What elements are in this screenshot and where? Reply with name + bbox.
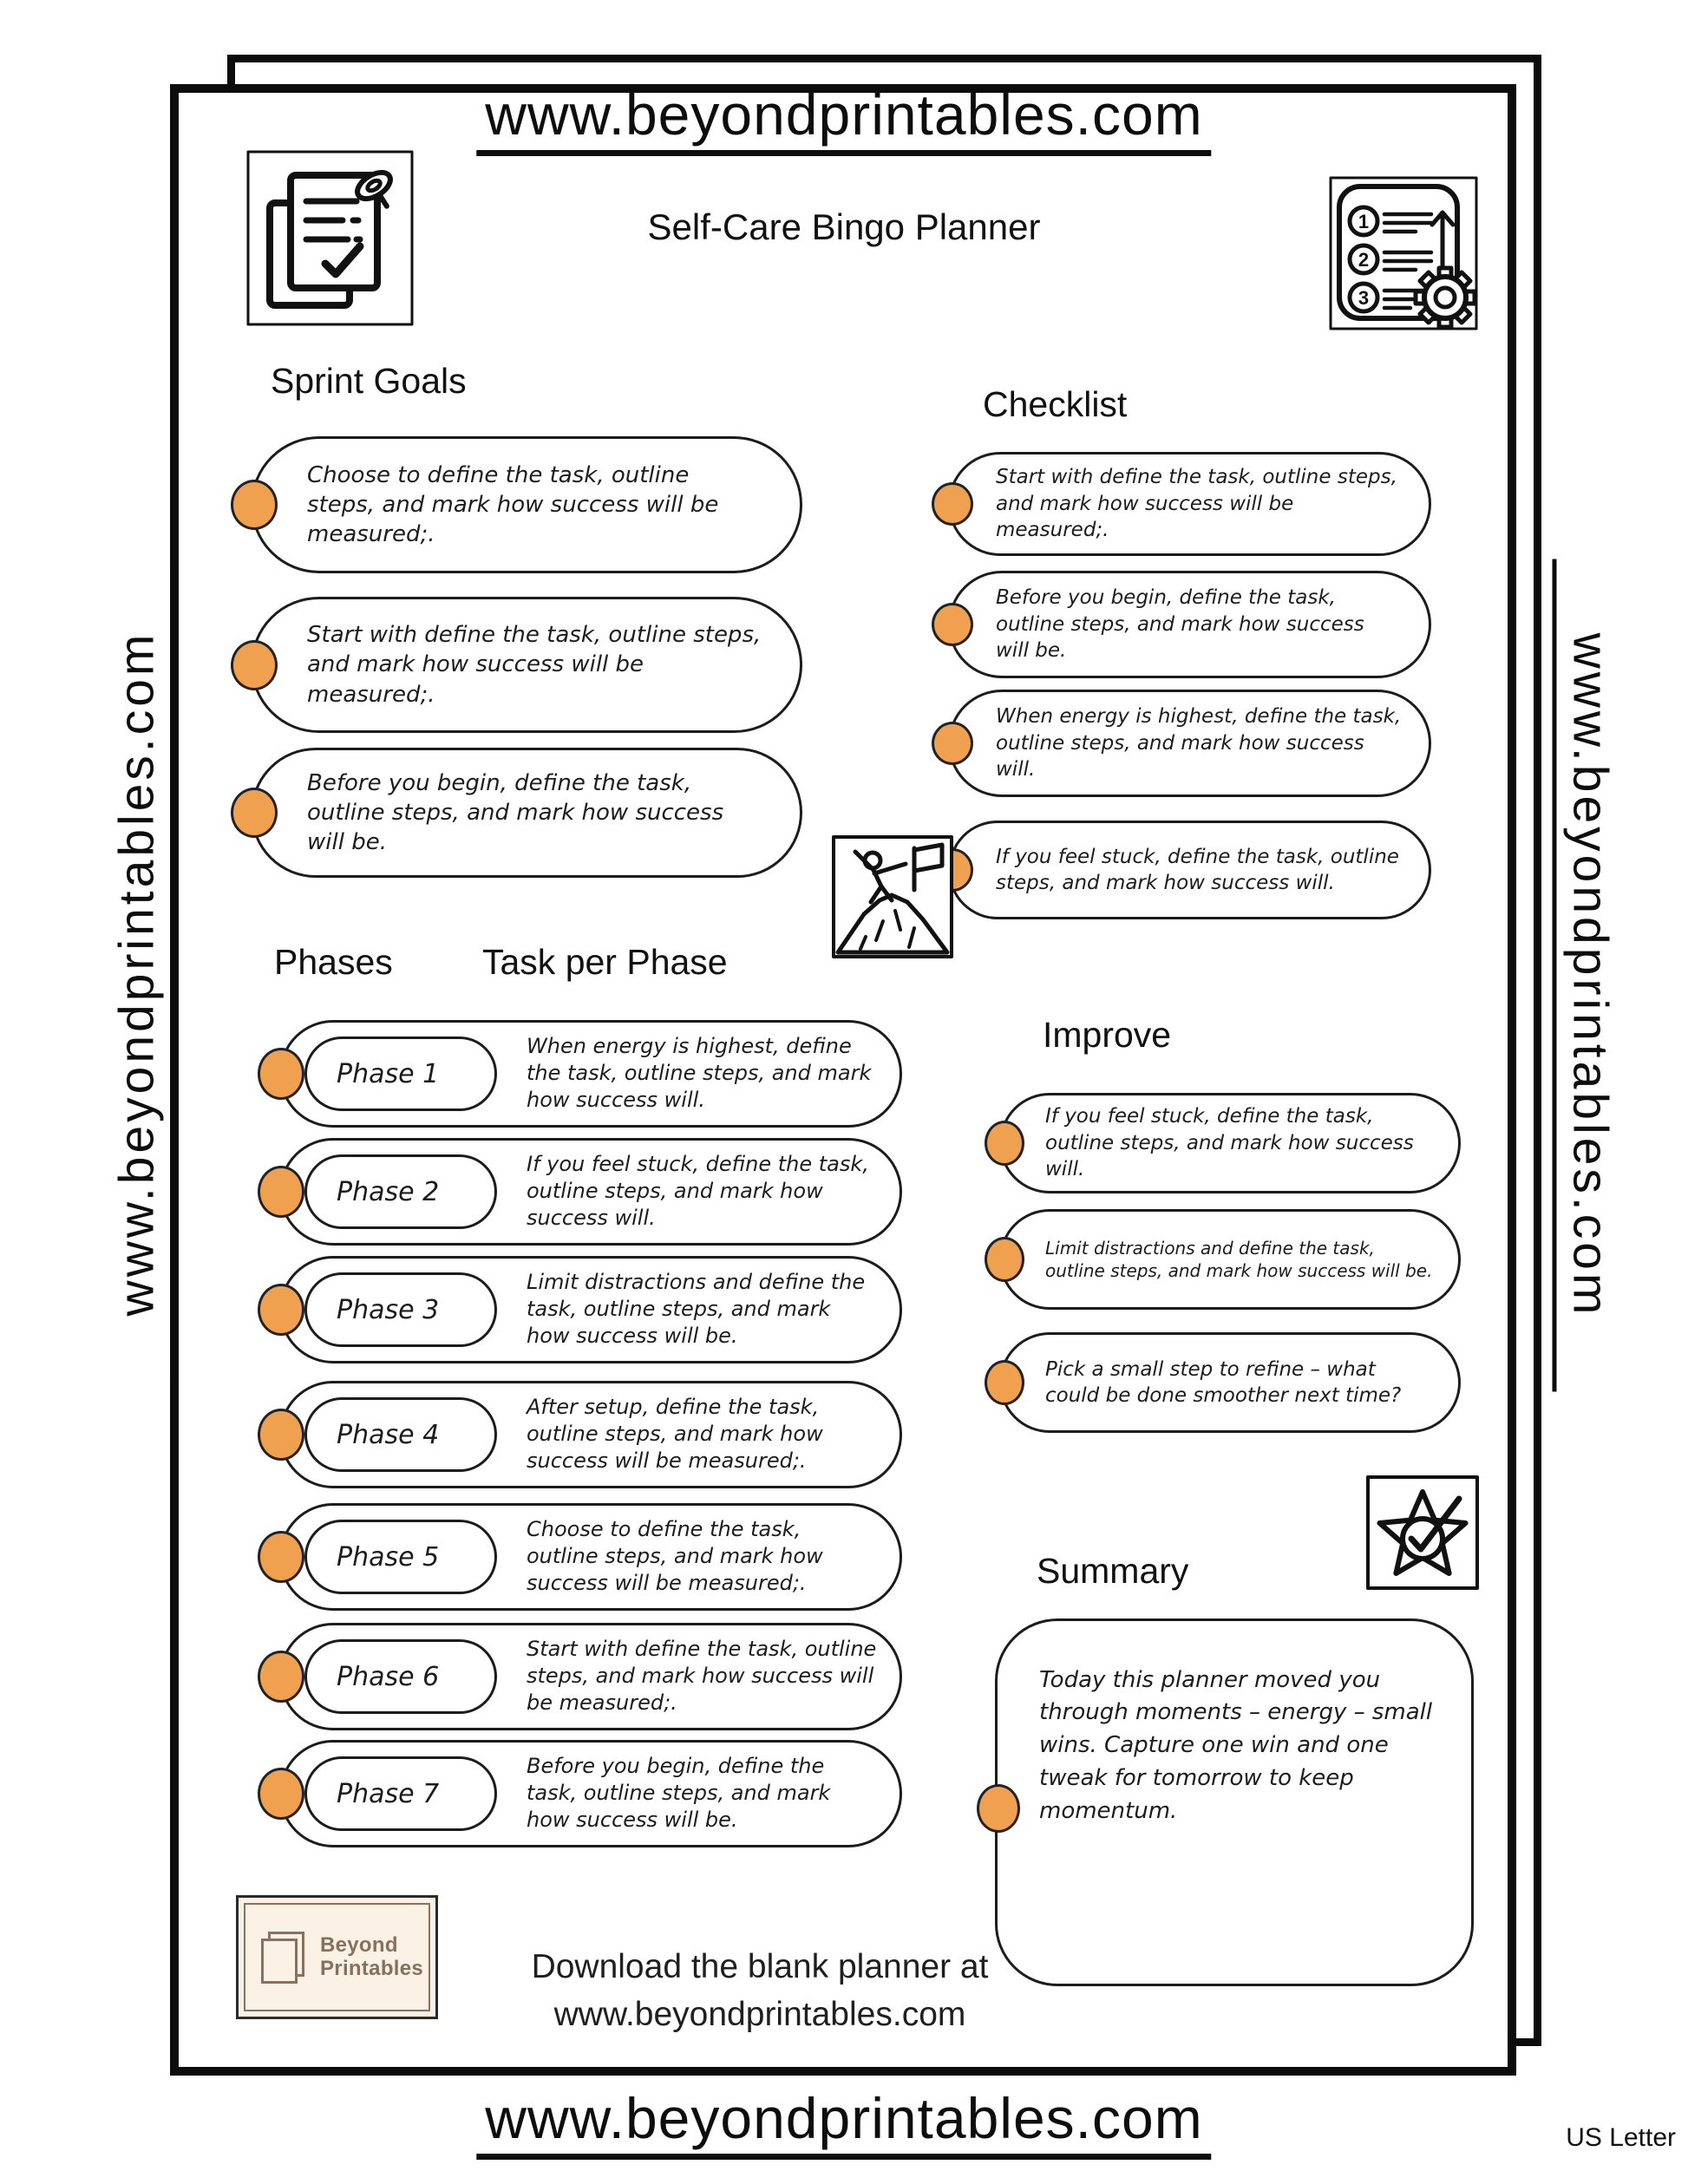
sprint-goal-item: Before you begin, define the task, outli… <box>231 748 802 878</box>
logo-word-beyond: Beyond <box>320 1932 398 1957</box>
phase-label: Phase 1 <box>337 1058 440 1089</box>
phase-task: When energy is highest, define the task,… <box>527 1034 872 1113</box>
checklist-item: When energy is highest, define the task,… <box>932 690 1431 797</box>
checklist-item: Start with define the task, outline step… <box>932 452 1431 556</box>
paper-size-label: US Letter <box>1566 2123 1676 2152</box>
page-title: Self-Care Bingo Planner <box>647 206 1041 247</box>
bingo-dot <box>985 1121 1024 1166</box>
bingo-dot <box>258 1651 304 1703</box>
bingo-dot <box>977 1784 1020 1833</box>
checklist-text: Start with define the task, outline step… <box>996 466 1397 542</box>
bingo-dot <box>985 1237 1024 1282</box>
phase-label: Phase 5 <box>337 1541 440 1573</box>
phase-task: After setup, define the task, outline st… <box>527 1395 823 1474</box>
sprint-goal-item: Start with define the task, outline step… <box>231 597 802 733</box>
summary-box: Today this planner moved you through mom… <box>977 1618 1474 1986</box>
phase-label: Phase 4 <box>337 1419 440 1450</box>
improve-item: Pick a small step to refine – what could… <box>985 1332 1461 1433</box>
improve-text: If you feel stuck, define the task, outl… <box>1045 1105 1414 1181</box>
improve-text: Pick a small step to refine – what could… <box>1045 1357 1402 1407</box>
phase-task: Limit distractions and define the task, … <box>527 1270 866 1349</box>
checklist-text: If you feel stuck, define the task, outl… <box>996 845 1399 894</box>
sprint-goal-text: Start with define the task, outline step… <box>307 622 762 708</box>
phase-task: Start with define the task, outline step… <box>527 1637 877 1716</box>
list-number-3: 3 <box>1358 287 1369 309</box>
footer-url: www.beyondprintables.com <box>476 2085 1212 2160</box>
phase-label: Phase 3 <box>337 1294 440 1325</box>
improve-item: If you feel stuck, define the task, outl… <box>985 1093 1461 1193</box>
phase-row: Phase 2 If you feel stuck, define the ta… <box>258 1138 902 1246</box>
list-number-2: 2 <box>1358 249 1369 271</box>
phase-row: Phase 1 When energy is highest, define t… <box>258 1020 902 1128</box>
sprint-goal-item: Choose to define the task, outline steps… <box>231 436 802 573</box>
phase-label: Phase 2 <box>337 1176 440 1207</box>
phase-row: Phase 5 Choose to define the task, outli… <box>258 1503 902 1611</box>
summary-text: Today this planner moved you through mom… <box>1039 1666 1433 1824</box>
sprint-goals-heading: Sprint Goals <box>271 361 467 401</box>
task-per-phase-heading: Task per Phase <box>482 942 728 982</box>
header-url: www.beyondprintables.com <box>476 82 1212 156</box>
checklist-text: When energy is highest, define the task,… <box>996 705 1402 781</box>
bingo-dot <box>231 480 278 530</box>
mountain-flag-icon <box>831 834 954 959</box>
phase-row: Phase 6 Start with define the task, outl… <box>258 1623 902 1730</box>
bingo-dot <box>932 603 973 646</box>
phase-task: Choose to define the task, outline steps… <box>527 1517 823 1596</box>
phase-task: If you feel stuck, define the task, outl… <box>527 1152 869 1231</box>
bingo-dot <box>231 639 278 690</box>
bingo-dot <box>985 1360 1024 1405</box>
stacked-pages-icon <box>259 1928 310 1987</box>
bingo-dot <box>258 1284 304 1336</box>
sprint-goal-text: Before you begin, define the task, outli… <box>307 769 724 856</box>
logo-word-printables: Printables <box>320 1956 424 1980</box>
bingo-dot <box>258 1166 304 1218</box>
side-url-left: www.beyondprintables.com <box>108 561 175 1386</box>
phases-heading: Phases <box>274 942 393 982</box>
bingo-dot <box>258 1409 304 1461</box>
bingo-dot <box>231 788 278 838</box>
numbered-list-gear-icon: 1 2 3 <box>1329 176 1478 330</box>
download-cta-line2: www.beyondprintables.com <box>553 1996 966 2034</box>
phase-label: Phase 7 <box>337 1778 440 1809</box>
improve-heading: Improve <box>1043 1015 1172 1055</box>
checklist-text: Before you begin, define the task, outli… <box>996 586 1364 663</box>
bingo-dot <box>932 722 973 765</box>
phase-row: Phase 4 After setup, define the task, ou… <box>258 1381 902 1488</box>
star-check-icon <box>1365 1475 1480 1591</box>
phase-row: Phase 3 Limit distractions and define th… <box>258 1256 902 1363</box>
side-url-right: www.beyondprintables.com <box>1552 559 1619 1392</box>
improve-text: Limit distractions and define the task, … <box>1045 1237 1433 1281</box>
beyond-printables-logo: Beyond Printables <box>236 1895 438 2019</box>
checklist-heading: Checklist <box>983 384 1128 424</box>
summary-heading: Summary <box>1037 1551 1189 1591</box>
checklist-item: If you feel stuck, define the task, outl… <box>932 821 1431 919</box>
phase-label: Phase 6 <box>337 1661 440 1692</box>
download-cta: Download the blank planner at www.beyond… <box>484 1943 1036 2039</box>
logo-inner-frame: Beyond Printables <box>244 1903 430 2011</box>
sprint-goal-text: Choose to define the task, outline steps… <box>307 461 719 548</box>
list-number-1: 1 <box>1358 211 1369 232</box>
bingo-dot <box>258 1048 304 1100</box>
bingo-dot <box>258 1768 304 1820</box>
checklist-item: Before you begin, define the task, outli… <box>932 571 1431 678</box>
improve-item: Limit distractions and define the task, … <box>985 1209 1461 1310</box>
clipboard-pin-icon <box>245 149 415 327</box>
phase-task: Before you begin, define the task, outli… <box>527 1754 831 1833</box>
bingo-dot <box>258 1531 304 1583</box>
download-cta-line1: Download the blank planner at <box>531 1948 989 1985</box>
bingo-dot <box>932 482 973 526</box>
phase-row: Phase 7 Before you begin, define the tas… <box>258 1740 902 1847</box>
